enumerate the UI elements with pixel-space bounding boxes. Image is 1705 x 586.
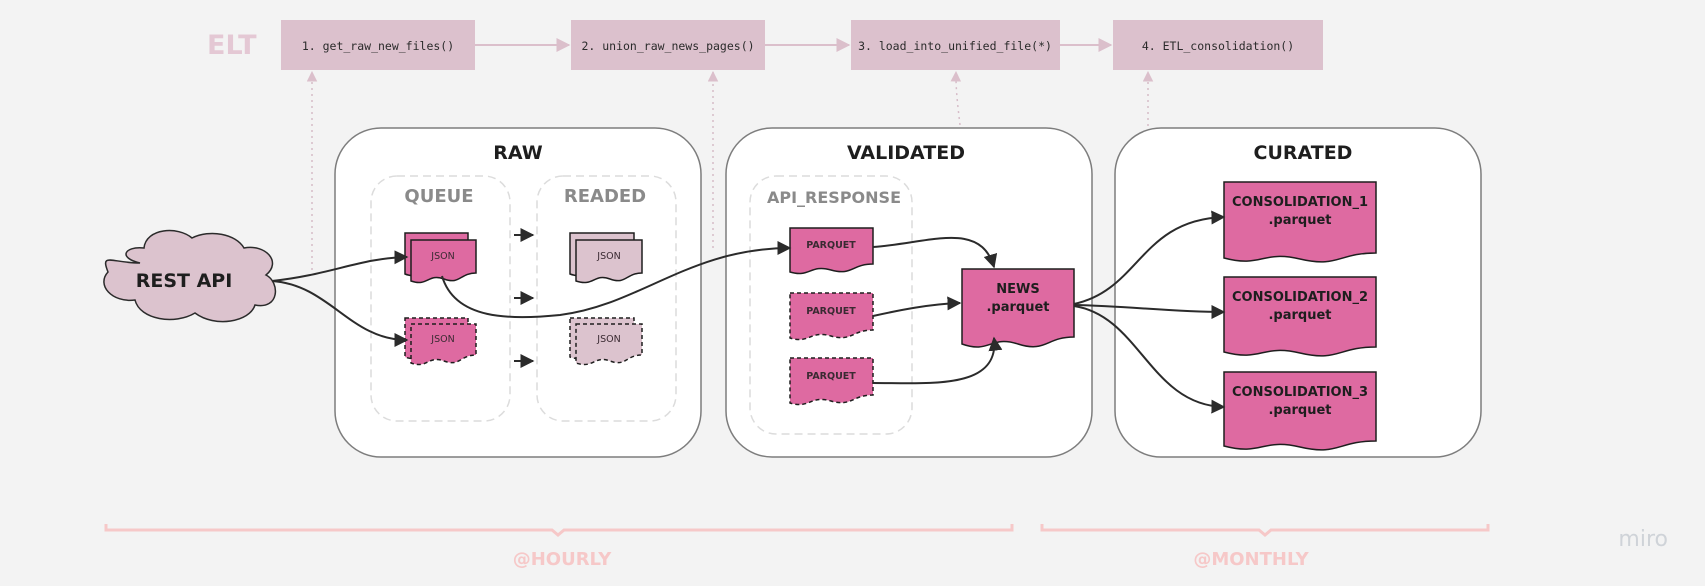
schedule-hourly: @HOURLY xyxy=(104,524,1014,570)
schedule-hourly-brace xyxy=(104,524,1014,537)
consolidation-1-line-1: CONSOLIDATION_1 xyxy=(1232,195,1368,210)
queue-json-doc-1[interactable]: JSON xyxy=(404,232,477,284)
schedule-hourly-label: @HOURLY xyxy=(513,549,613,570)
consolidation-1-line-2: .parquet xyxy=(1268,213,1331,228)
queue-json-1-label: JSON xyxy=(430,251,454,262)
elt-step-3-label: 3. load_into_unified_file(*) xyxy=(858,39,1052,53)
parquet-2-label: PARQUET xyxy=(806,306,856,317)
group-api-response: API_RESPONSE xyxy=(749,175,913,435)
zone-validated-title: VALIDATED xyxy=(847,142,965,164)
parquet-doc-1[interactable]: PARQUET xyxy=(789,227,874,275)
group-readed-title: READED xyxy=(564,186,646,207)
arrow-rest-api-to-queue-json-2 xyxy=(271,280,409,347)
readed-json-2-label: JSON xyxy=(596,334,620,345)
elt-step-1-label: 1. get_raw_new_files() xyxy=(302,39,454,53)
arrow-news-to-consolidation-1 xyxy=(1073,210,1226,305)
consolidation-2-doc[interactable]: CONSOLIDATION_2 .parquet xyxy=(1223,276,1377,357)
consolidation-2-line-1: CONSOLIDATION_2 xyxy=(1232,290,1368,305)
arrow-news-to-consolidation-2 xyxy=(1073,304,1226,319)
schedule-monthly: @MONTHLY xyxy=(1040,524,1490,570)
news-parquet-doc[interactable]: NEWS .parquet xyxy=(961,268,1075,348)
arrow-queue-json-to-parquet-1 xyxy=(441,241,792,319)
consolidation-3-line-1: CONSOLIDATION_3 xyxy=(1232,385,1368,400)
arrow-rest-api-to-queue-json-1 xyxy=(271,250,409,282)
arrow-parquet-1-to-news xyxy=(872,236,998,269)
arrow-parquet-3-to-news xyxy=(872,336,1003,385)
readed-json-doc-1[interactable]: JSON xyxy=(569,232,643,284)
elt-step-2-label: 2. union_raw_news_pages() xyxy=(581,39,754,53)
parquet-doc-2[interactable]: PARQUET xyxy=(789,292,874,341)
consolidation-3-doc[interactable]: CONSOLIDATION_3 .parquet xyxy=(1223,371,1377,451)
parquet-1-label: PARQUET xyxy=(806,240,856,251)
elt-step-4[interactable]: 4. ETL_consolidation() xyxy=(1113,20,1323,70)
elt-step-2[interactable]: 2. union_raw_news_pages() xyxy=(571,20,765,70)
elt-label: ELT xyxy=(207,30,257,61)
zone-curated-title: CURATED xyxy=(1254,142,1353,164)
parquet-doc-3[interactable]: PARQUET xyxy=(789,357,874,406)
group-readed: READED xyxy=(536,175,677,422)
miro-logo: miro xyxy=(1618,527,1668,552)
consolidation-1-doc[interactable]: CONSOLIDATION_1 .parquet xyxy=(1223,181,1377,263)
queue-json-2-label: JSON xyxy=(430,334,454,345)
group-api-response-title: API_RESPONSE xyxy=(767,188,901,207)
schedule-monthly-brace xyxy=(1040,524,1490,537)
zone-raw-title: RAW xyxy=(493,142,542,164)
elt-step-3[interactable]: 3. load_into_unified_file(*) xyxy=(851,20,1060,70)
schedule-monthly-label: @MONTHLY xyxy=(1193,549,1309,570)
group-queue: QUEUE xyxy=(370,175,511,422)
parquet-3-label: PARQUET xyxy=(806,371,856,382)
elt-step-1[interactable]: 1. get_raw_new_files() xyxy=(281,20,475,70)
elt-step-4-label: 4. ETL_consolidation() xyxy=(1142,39,1294,53)
group-queue-title: QUEUE xyxy=(404,186,473,207)
arrow-parquet-2-to-news xyxy=(872,296,962,317)
consolidation-3-line-2: .parquet xyxy=(1268,403,1331,418)
rest-api-label: REST API xyxy=(136,270,233,292)
news-line-2: .parquet xyxy=(986,300,1049,315)
consolidation-2-line-2: .parquet xyxy=(1268,308,1331,323)
zone-raw: RAW xyxy=(334,127,702,458)
queue-json-doc-2[interactable]: JSON xyxy=(404,317,477,366)
arrow-news-to-consolidation-3 xyxy=(1073,305,1226,414)
rest-api-cloud[interactable]: REST API xyxy=(103,229,277,323)
news-line-1: NEWS xyxy=(996,282,1039,297)
readed-json-1-label: JSON xyxy=(596,251,620,262)
readed-json-doc-2[interactable]: JSON xyxy=(569,317,643,366)
